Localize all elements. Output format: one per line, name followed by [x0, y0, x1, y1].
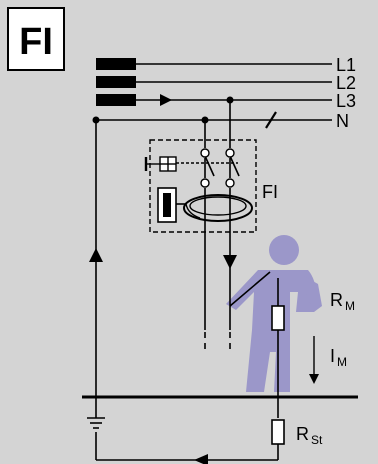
- return-arrow-left: [194, 454, 208, 464]
- circuit-breaker-icon: [144, 156, 177, 172]
- touch-contact-line: [229, 271, 271, 307]
- title-badge-text: FI: [19, 21, 53, 63]
- bottom-return-wire: [95, 432, 279, 461]
- body-current-arrow-head: [309, 374, 319, 384]
- body-resistance-symbol: [271, 305, 285, 331]
- device-wires: [176, 100, 240, 330]
- return-arrow-up: [89, 248, 103, 262]
- label-l1: L1: [336, 55, 356, 75]
- label-l2: L2: [336, 73, 356, 93]
- title-badge: FI: [7, 7, 65, 71]
- supply-bars: [96, 58, 136, 106]
- label-l3: L3: [336, 91, 356, 111]
- fault-current-arrow-down: [223, 255, 237, 269]
- fi-device-label: FI: [262, 182, 278, 202]
- fi-device-enclosure: [149, 139, 257, 233]
- earth-resistance-symbol: [271, 419, 285, 445]
- supply-lines: [96, 63, 332, 121]
- toroidal-transformer-icon: [157, 187, 253, 223]
- wire-interrupt: [204, 332, 231, 352]
- person-figure-icon: [226, 235, 322, 392]
- current-arrow-l3: [160, 94, 172, 106]
- label-n: N: [336, 111, 349, 131]
- contact-circles: [200, 148, 235, 188]
- ground-symbol-icon: [87, 417, 105, 429]
- neutral-break-mark: [265, 111, 277, 129]
